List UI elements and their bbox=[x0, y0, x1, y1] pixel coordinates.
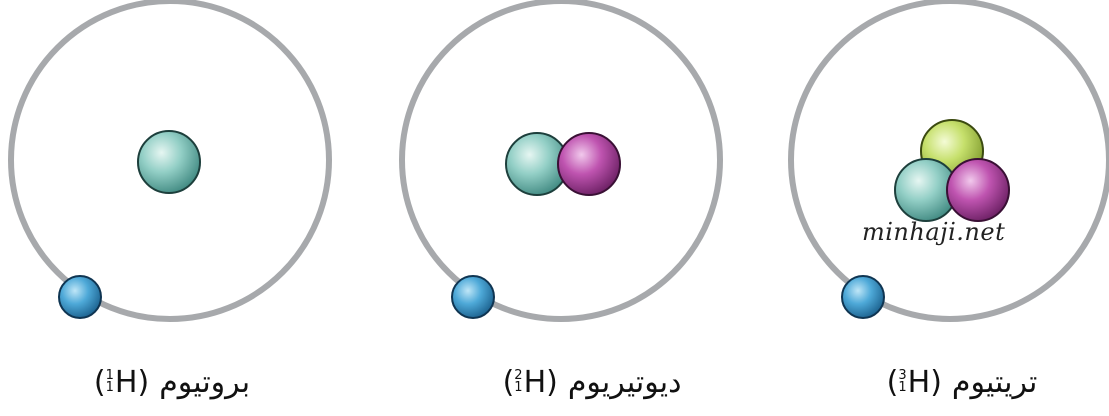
deuterium-caption: ( 2 1 H) ديوتيريوم bbox=[470, 360, 710, 404]
tritium-caption: ( 3 1 H) تريتيوم bbox=[850, 360, 1070, 404]
protium-atom bbox=[8, 0, 332, 322]
protium-caption: ( 1 1 H) بروتيوم bbox=[60, 360, 280, 404]
orbit-ring bbox=[788, 0, 1109, 322]
atomic-number: 1 bbox=[898, 380, 907, 395]
neutron bbox=[946, 158, 1010, 222]
isotope-notation: ( 1 1 H) bbox=[93, 364, 150, 400]
mass-number: 3 bbox=[898, 368, 907, 383]
mass-number: 2 bbox=[514, 368, 523, 383]
proton bbox=[137, 130, 201, 194]
atomic-number: 1 bbox=[105, 380, 114, 395]
element-symbol: H bbox=[523, 364, 547, 400]
element-symbol: H bbox=[114, 364, 138, 400]
element-symbol: H bbox=[907, 364, 931, 400]
tritium-atom bbox=[788, 0, 1109, 322]
neutron bbox=[557, 132, 621, 196]
orbit-ring bbox=[8, 0, 332, 322]
isotope-name: تريتيوم bbox=[951, 364, 1038, 400]
orbit-ring bbox=[399, 0, 723, 322]
isotope-notation: ( 2 1 H) bbox=[502, 364, 558, 400]
mass-number: 1 bbox=[105, 368, 114, 383]
electron bbox=[58, 275, 102, 319]
atomic-number: 1 bbox=[514, 380, 523, 395]
isotope-notation: ( 3 1 H) bbox=[886, 364, 942, 400]
watermark-logo: minhaji.net bbox=[862, 218, 1006, 246]
isotope-name: بروتيوم bbox=[159, 364, 251, 400]
isotope-name: ديوتيريوم bbox=[567, 364, 682, 400]
electron bbox=[841, 275, 885, 319]
deuterium-atom bbox=[399, 0, 723, 322]
electron bbox=[451, 275, 495, 319]
